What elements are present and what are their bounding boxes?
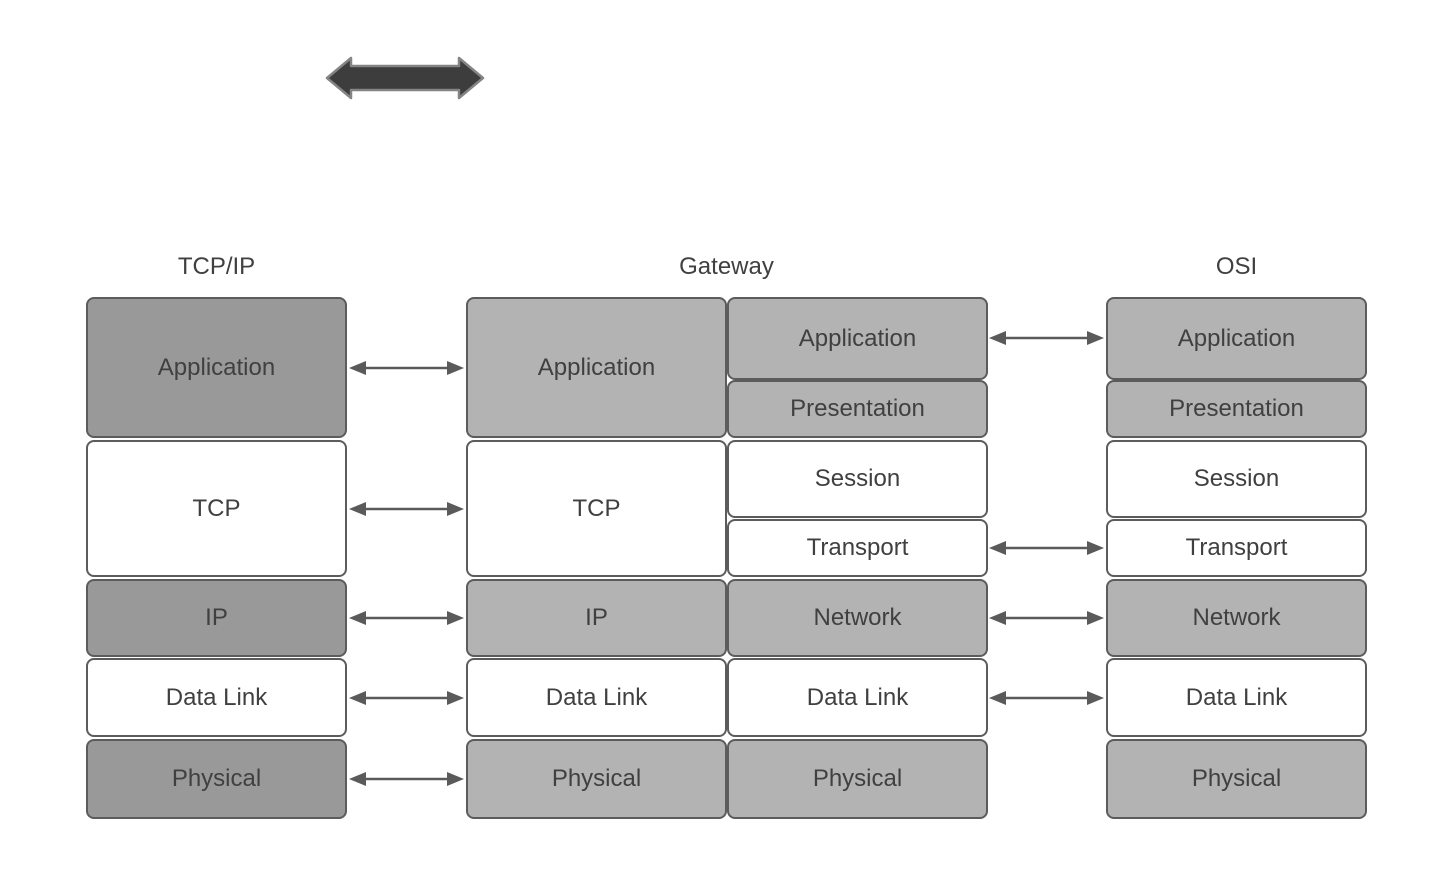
double-headed-arrow-icon bbox=[325, 56, 485, 100]
layer-label: Network bbox=[813, 604, 902, 631]
layer-label: Data Link bbox=[1185, 683, 1288, 711]
layer-label: IP bbox=[585, 604, 608, 631]
layer-label: Physical bbox=[171, 765, 262, 792]
layer-tcpip-physical: Physical bbox=[86, 739, 347, 819]
layer-label: Physical bbox=[551, 765, 642, 792]
bidirectional-arrow-icon bbox=[349, 691, 464, 705]
layer-gateway-tcp: TCP bbox=[466, 440, 727, 577]
layer-osi-session: Session bbox=[1106, 440, 1367, 518]
layer-osi-network: Network bbox=[1106, 579, 1367, 657]
layer-label: Application bbox=[798, 324, 917, 352]
layer-label: Data Link bbox=[545, 683, 648, 711]
layer-osi-presentation: Presentation bbox=[1106, 380, 1367, 438]
bidirectional-arrow-icon bbox=[989, 691, 1104, 705]
layer-gateway-ip: IP bbox=[466, 579, 727, 657]
layer-label: Transport bbox=[806, 534, 909, 561]
layer-gateway-physical: Physical bbox=[466, 739, 727, 819]
gateway-stack-title: Gateway bbox=[679, 253, 774, 280]
layer-label: Presentation bbox=[1169, 395, 1304, 422]
layer-gateway-data-link: Data Link bbox=[466, 658, 727, 737]
layer-label: Data Link bbox=[806, 683, 909, 711]
layer-gateway-osi-network: Network bbox=[727, 579, 988, 657]
layer-label: TCP bbox=[192, 494, 241, 522]
layer-gateway-osi-physical: Physical bbox=[727, 739, 988, 819]
layer-gateway-osi-application: Application bbox=[727, 297, 988, 380]
bidirectional-arrow-icon bbox=[989, 331, 1104, 345]
layer-label: Data Link bbox=[165, 683, 268, 711]
layer-label: TCP bbox=[572, 494, 621, 522]
layer-label: Transport bbox=[1185, 534, 1288, 561]
layer-label: Physical bbox=[1191, 765, 1282, 792]
layer-gateway-osi-data-link: Data Link bbox=[727, 658, 988, 737]
osi-stack-title: OSI bbox=[1215, 253, 1258, 280]
layer-label: Physical bbox=[812, 765, 903, 792]
layer-tcpip-data-link: Data Link bbox=[86, 658, 347, 737]
bidirectional-arrow-icon bbox=[349, 611, 464, 625]
layer-tcpip-application: Application bbox=[86, 297, 347, 438]
layer-gateway-osi-transport: Transport bbox=[727, 519, 988, 577]
layer-osi-physical: Physical bbox=[1106, 739, 1367, 819]
bidirectional-arrow-icon bbox=[349, 502, 464, 516]
layer-gateway-osi-presentation: Presentation bbox=[727, 380, 988, 438]
layer-label: Session bbox=[814, 465, 901, 492]
layer-tcpip-ip: IP bbox=[86, 579, 347, 657]
layer-label: Application bbox=[157, 353, 276, 381]
bidirectional-arrow-icon bbox=[989, 611, 1104, 625]
tcpip-stack-title: TCP/IP bbox=[177, 253, 256, 280]
layer-label: Network bbox=[1192, 604, 1281, 631]
bidirectional-arrow-icon bbox=[989, 541, 1104, 555]
layer-osi-data-link: Data Link bbox=[1106, 658, 1367, 737]
layer-gateway-application: Application bbox=[466, 297, 727, 438]
layer-label: Application bbox=[537, 353, 656, 381]
bidirectional-arrow-icon bbox=[349, 772, 464, 786]
layer-label: Presentation bbox=[790, 395, 925, 422]
layer-osi-transport: Transport bbox=[1106, 519, 1367, 577]
layer-osi-application: Application bbox=[1106, 297, 1367, 380]
layer-tcpip-tcp: TCP bbox=[86, 440, 347, 577]
layer-label: IP bbox=[205, 604, 228, 631]
layer-gateway-osi-session: Session bbox=[727, 440, 988, 518]
bidirectional-arrow-icon bbox=[349, 361, 464, 375]
layer-label: Session bbox=[1193, 465, 1280, 492]
layer-label: Application bbox=[1177, 324, 1296, 352]
